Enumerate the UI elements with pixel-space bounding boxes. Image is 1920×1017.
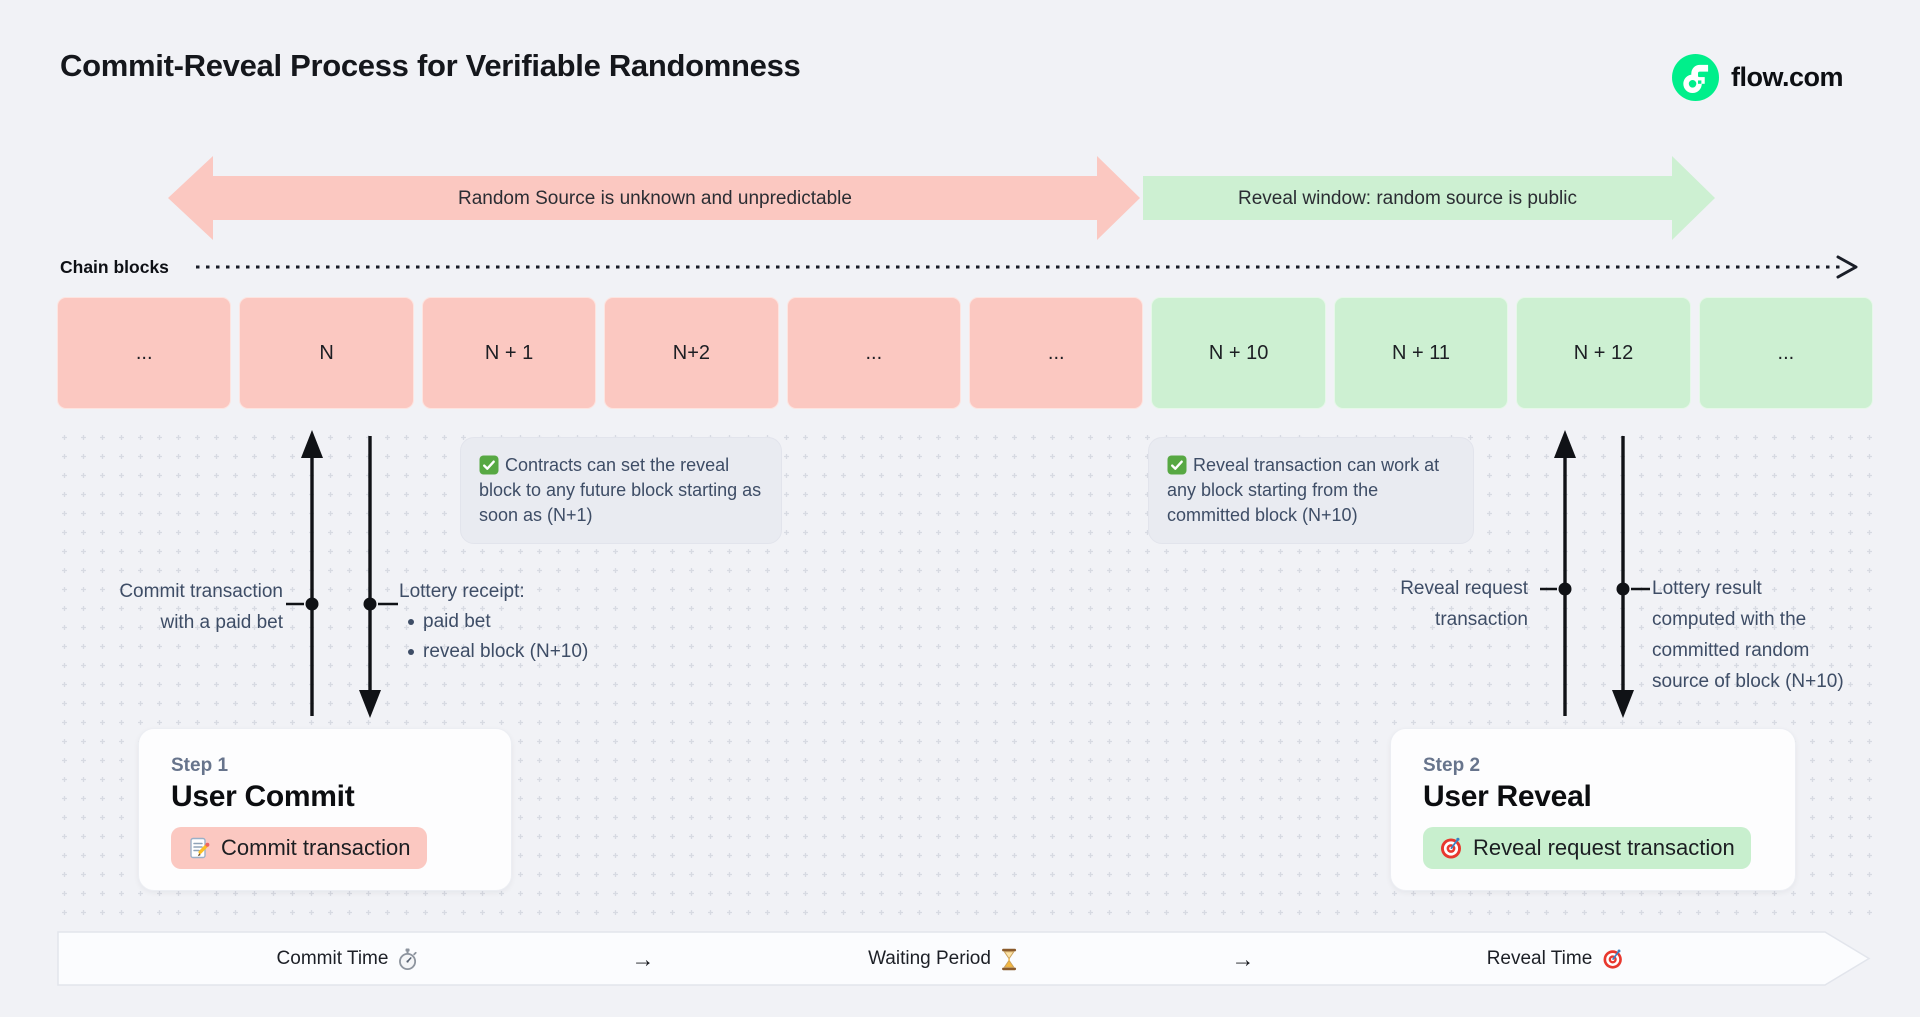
memo-icon	[190, 837, 210, 859]
commit-note-box: Contracts can set the reveal block to an…	[460, 437, 782, 544]
chain-block: N + 11	[1333, 297, 1509, 409]
step1-eyebrow: Step 1	[171, 755, 229, 776]
lottery-receipt-bullet: paid bet	[399, 607, 639, 637]
reveal-note-text: Reveal transaction can work at any block…	[1167, 455, 1440, 525]
timeline-arrow: →	[631, 945, 655, 972]
commit-pill-label: Commit transaction	[221, 835, 411, 860]
lottery-receipt-label: Lottery receipt: paid bet reveal block (…	[399, 576, 639, 667]
check-icon	[479, 455, 499, 475]
chain-block: N	[239, 297, 414, 409]
reveal-request-pill: Reveal request transaction	[1423, 827, 1751, 869]
brand-name: flow.com	[1731, 62, 1844, 92]
timeline-bar	[57, 931, 1871, 986]
reveal-pill-label: Reveal request transaction	[1473, 835, 1735, 860]
step2-card: Step 2 User Reveal Reveal request transa…	[1390, 728, 1796, 891]
chain-block: N + 10	[1151, 297, 1326, 409]
reveal-phase-arrow	[1143, 156, 1715, 240]
commit-transaction-label: Commit transaction with a paid bet	[119, 581, 283, 633]
lottery-receipt-title: Lottery receipt:	[399, 581, 525, 602]
flow-logo: flow.com	[1672, 54, 1844, 101]
transaction-arrows	[286, 430, 1650, 718]
lottery-receipt-bullet: reveal block (N+10)	[399, 637, 639, 667]
dotted-arrow-right-icon	[196, 255, 1858, 279]
chain-block: ...	[1698, 297, 1874, 409]
reveal-phase-label: Reveal window: random source is public	[1238, 188, 1577, 209]
chain-blocks-label: Chain blocks	[60, 257, 169, 277]
lottery-result-label: Lottery result computed with the committ…	[1652, 578, 1844, 692]
timeline-arrow: →	[1231, 945, 1255, 972]
flow-logo-icon	[1672, 54, 1719, 101]
page-title: Commit-Reveal Process for Verifiable Ran…	[60, 48, 801, 83]
chain-block: ...	[969, 297, 1144, 409]
phase-arrows	[168, 156, 1715, 240]
chain-block-row: ... N N + 1 N+2 ... ... N + 10 N + 11 N …	[57, 297, 1874, 409]
bullet-icon	[408, 619, 414, 625]
hourglass-icon	[1001, 948, 1016, 970]
bullet-icon	[408, 649, 414, 655]
stopwatch-icon	[398, 948, 417, 970]
step2-eyebrow: Step 2	[1423, 755, 1481, 776]
commit-note-text: Contracts can set the reveal block to an…	[479, 455, 762, 525]
step2-title: User Reveal	[1423, 780, 1592, 813]
chain-block: N + 1	[421, 297, 597, 409]
step1-card: Step 1 User Commit Commit transaction	[138, 728, 512, 891]
chain-block: ...	[57, 297, 232, 409]
check-icon	[1167, 455, 1187, 475]
commit-transaction-pill: Commit transaction	[171, 827, 427, 869]
reveal-request-label: Reveal request transaction	[1400, 578, 1528, 630]
step1-title: User Commit	[171, 780, 355, 813]
target-icon	[1603, 949, 1622, 969]
timeline-waiting-period: Waiting Period	[868, 943, 1018, 975]
commit-phase-arrow	[168, 156, 1140, 240]
target-icon	[1441, 837, 1461, 859]
chain-block: N+2	[604, 297, 779, 409]
commit-phase-label: Random Source is unknown and unpredictab…	[458, 188, 852, 209]
timeline-reveal-time: Reveal Time	[1487, 943, 1624, 975]
reveal-note-box: Reveal transaction can work at any block…	[1148, 437, 1474, 544]
timeline-commit-time: Commit Time	[277, 943, 418, 975]
chain-block: ...	[786, 297, 962, 409]
chain-block: N + 12	[1516, 297, 1691, 409]
